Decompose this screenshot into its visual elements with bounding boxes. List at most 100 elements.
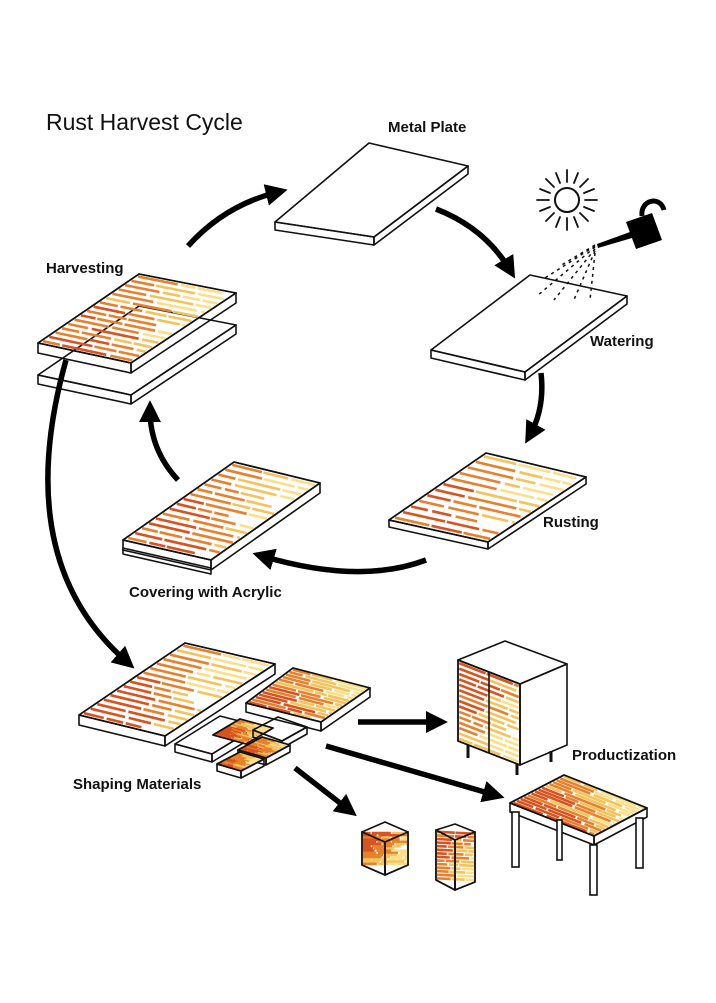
rust-stripe	[436, 862, 448, 866]
rust-stripe	[618, 816, 623, 821]
rust-stripe	[83, 711, 105, 720]
rust-stripe	[214, 492, 246, 502]
metal-plate	[274, 142, 469, 246]
rust-stripe	[453, 500, 477, 508]
rust-stripe	[446, 520, 480, 531]
arrow-covering-to-harvesting	[139, 400, 181, 482]
rust-stripe	[475, 460, 516, 473]
rust-stripe	[242, 731, 249, 736]
rust-stripe	[448, 863, 459, 867]
rust-stripe	[172, 310, 199, 318]
rust-stripe	[211, 517, 236, 526]
rust-stripe	[245, 499, 272, 509]
rust-stripe	[155, 517, 197, 530]
rust-stripe	[234, 721, 243, 727]
rust-stripe	[592, 816, 613, 827]
acrylic-covered-plate	[122, 461, 321, 575]
rust-stripe	[74, 318, 110, 329]
rust-stripe	[300, 693, 334, 705]
rust-stripe	[168, 315, 192, 323]
rust-stripe	[522, 486, 554, 497]
rust-stripe	[248, 700, 267, 708]
rust-stripe	[504, 739, 520, 747]
rust-stripe	[184, 536, 212, 546]
rust-stripe	[130, 680, 153, 689]
rust-stripe	[294, 682, 324, 693]
watering-can-icon	[536, 198, 667, 303]
rust-stripe	[241, 737, 251, 743]
rust-stripe	[465, 878, 475, 882]
rust-stripe	[436, 852, 447, 856]
rust-stripe	[125, 722, 142, 729]
wood-blocks	[361, 821, 476, 891]
rust-stripe	[238, 732, 253, 739]
rust-stripe	[518, 507, 532, 514]
rust-stripe	[150, 666, 187, 678]
rust-stripe	[584, 822, 602, 832]
rust-stripe	[410, 505, 429, 512]
rust-stripe	[291, 478, 316, 487]
rust-stripe	[94, 345, 117, 353]
rust-stripe	[489, 744, 505, 752]
rust-stripe	[458, 732, 490, 747]
rust-stripe	[204, 483, 222, 490]
rust-stripe	[162, 291, 181, 298]
rust-stripe	[523, 795, 543, 806]
rust-stripe	[556, 779, 591, 795]
rust-stripe	[527, 794, 557, 808]
rust-stripe	[106, 717, 124, 724]
rust-stripe	[516, 799, 534, 809]
rust-stripe	[565, 795, 579, 804]
rust-stripe	[255, 727, 267, 733]
rust-stripe	[222, 653, 241, 661]
rust-stripe	[198, 527, 234, 538]
rust-stripe	[510, 714, 520, 720]
rust-stripe	[196, 671, 211, 678]
rust-stripe	[151, 703, 172, 712]
rust-stripe	[90, 707, 126, 719]
rust-stripe	[445, 859, 460, 863]
rust-stripe	[97, 317, 123, 326]
rust-stripe	[190, 492, 232, 505]
rust-stripe	[457, 874, 475, 878]
rust-stripe	[192, 532, 234, 545]
rust-stripe	[353, 690, 361, 695]
rust-stripe	[230, 723, 238, 728]
cycle-arrows	[45, 184, 546, 817]
rust-stripe	[292, 668, 311, 676]
rust-stripe	[576, 816, 595, 826]
rust-stripe	[552, 780, 572, 791]
rust-stripe	[143, 671, 186, 684]
rust-stripe	[216, 732, 232, 739]
rust-stripe	[541, 786, 565, 798]
rust-stripe	[297, 486, 309, 492]
rust-stripe	[224, 487, 240, 494]
rust-stripe	[156, 662, 194, 674]
rust-stripe	[116, 689, 156, 702]
arrow-to-blocks	[293, 765, 357, 817]
rust-stripe	[224, 468, 263, 480]
rust-stripe	[128, 312, 155, 321]
rust-stripe	[475, 490, 518, 503]
rust-stripe	[607, 802, 634, 816]
rust-stripe	[402, 510, 446, 523]
rust-stripe	[157, 330, 173, 336]
rust-stripe	[237, 725, 252, 732]
rust-stripe	[172, 696, 195, 705]
rust-stripe	[181, 323, 186, 327]
rust-stripe	[248, 513, 268, 520]
rust-stripe	[458, 705, 478, 715]
rust-stripe	[297, 689, 321, 699]
rust-stripe	[96, 702, 126, 713]
rust-stripe	[520, 797, 547, 811]
rust-stripe	[480, 681, 501, 691]
rust-stripe	[81, 331, 112, 340]
rust-stripe	[467, 496, 517, 510]
rust-stripe	[507, 745, 520, 753]
rust-stripe	[208, 548, 220, 554]
rust-stripe	[574, 805, 611, 823]
rust-stripe	[536, 497, 548, 503]
rust-stripe	[133, 342, 153, 349]
rust-stripe	[243, 670, 257, 677]
rust-stripe	[615, 799, 640, 812]
